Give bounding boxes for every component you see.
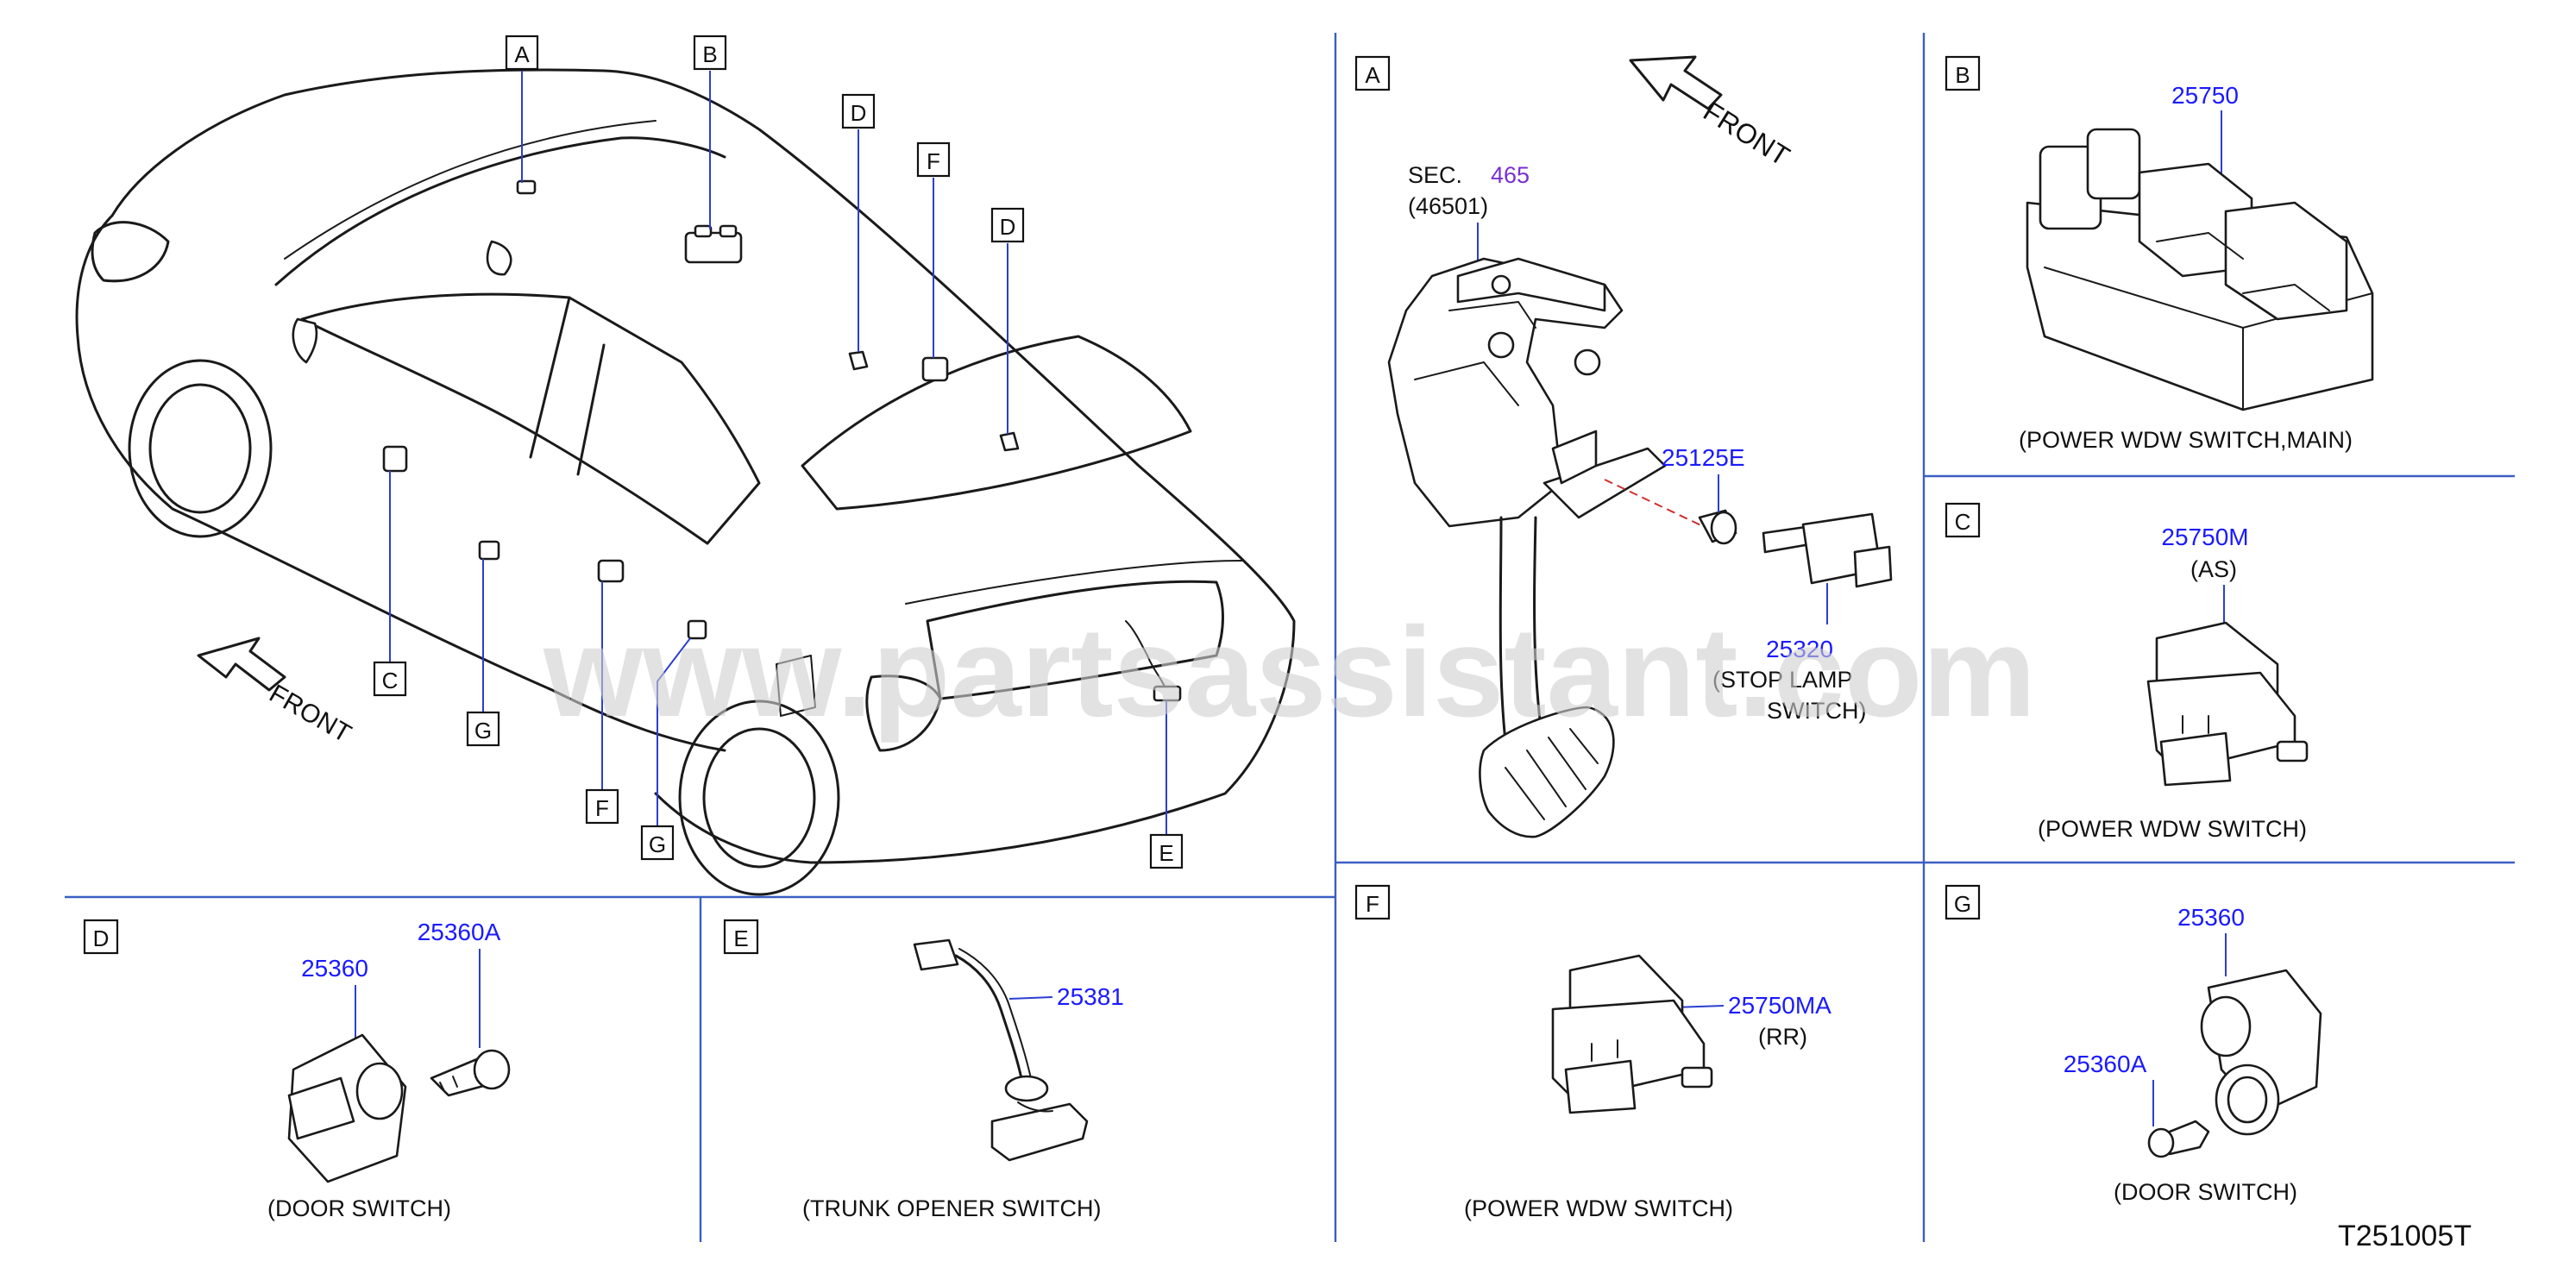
panel-g-part-25360a: 25360A bbox=[2064, 1051, 2147, 1077]
panel-c-part-25750m: 25750M bbox=[2161, 524, 2248, 550]
panel-f-caption: (POWER WDW SWITCH) bbox=[1464, 1195, 1733, 1221]
panel-d: D 25360 25360A (DOOR SWITCH) bbox=[83, 919, 511, 1221]
overview-callout-b bbox=[693, 35, 727, 71]
panel-f-label-box bbox=[1354, 884, 1391, 920]
panel-f-label: F bbox=[1366, 891, 1379, 917]
panel-e-label-box bbox=[723, 919, 759, 955]
overview-callouts: A B D F D C G F G E bbox=[373, 35, 1184, 869]
panel-a-sec-number: 465 bbox=[1491, 162, 1530, 188]
panel-a-part-25320: 25320 bbox=[1766, 636, 1833, 662]
overview-callout-a-label: A bbox=[514, 41, 530, 67]
overview-callout-b-label: B bbox=[702, 41, 717, 67]
panel-d-part-25360: 25360 bbox=[301, 955, 368, 982]
stop-lamp-clip bbox=[1698, 509, 1737, 545]
overview-callout-e-label: E bbox=[1159, 840, 1173, 866]
overview-callout-f-2 bbox=[585, 788, 619, 825]
overview-callout-g-1-label: G bbox=[474, 718, 492, 744]
watermark: www.partsassistant.com bbox=[543, 601, 2036, 744]
panel-a-sec-ref: (46501) bbox=[1408, 193, 1488, 219]
panel-a-front-label: FRONT bbox=[1698, 95, 1795, 172]
panel-e-caption: (TRUNK OPENER SWITCH) bbox=[802, 1195, 1102, 1221]
overview-callout-f-1-label: F bbox=[927, 148, 940, 174]
panel-g-caption: (DOOR SWITCH) bbox=[2114, 1179, 2297, 1205]
panel-c-caption: (POWER WDW SWITCH) bbox=[2038, 816, 2307, 842]
panel-g-label: G bbox=[1954, 891, 1971, 917]
panel-b-part-25750: 25750 bbox=[2171, 82, 2239, 109]
panel-c-label-box bbox=[1945, 502, 1981, 538]
panel-d-label: D bbox=[93, 925, 110, 951]
overview-front-arrow: FRONT bbox=[197, 637, 356, 749]
brake-pedal-assembly bbox=[1387, 257, 1667, 838]
panel-a-front-arrow bbox=[1629, 55, 1723, 110]
overview-callout-d-1 bbox=[841, 93, 876, 129]
overview-callout-a bbox=[505, 35, 539, 71]
panel-d-caption: (DOOR SWITCH) bbox=[267, 1195, 451, 1221]
overview-callout-d-2 bbox=[990, 207, 1025, 243]
panel-c-label: C bbox=[1955, 509, 1971, 535]
door-switch-illustration bbox=[287, 1033, 511, 1183]
trunk-opener-switch-illustration bbox=[913, 938, 1089, 1162]
car-overview-illustration bbox=[75, 68, 1296, 896]
panel-a-label-box bbox=[1354, 55, 1391, 91]
as-window-switch-illustration bbox=[2146, 621, 2309, 787]
panel-e-part-25381: 25381 bbox=[1057, 983, 1124, 1010]
panel-b-label: B bbox=[1955, 62, 1970, 88]
overview-callout-c-label: C bbox=[382, 668, 399, 693]
panel-e: E 25381 (TRUNK OPENER SWITCH) bbox=[723, 919, 1124, 1221]
overview-callout-g-1 bbox=[466, 711, 500, 747]
panel-c: C 25750M (AS) (POWER WDW SWITCH) bbox=[1945, 502, 2309, 842]
panel-d-label-box bbox=[83, 919, 119, 955]
main-window-switch-illustration bbox=[2026, 128, 2374, 411]
panel-e-label: E bbox=[733, 925, 748, 951]
panel-c-variant: (AS) bbox=[2190, 556, 2237, 582]
panel-f-variant: (RR) bbox=[1758, 1024, 1807, 1050]
panel-a-sec-prefix: SEC. bbox=[1408, 162, 1462, 188]
diagram-code: T251005T bbox=[2338, 1220, 2472, 1252]
rr-window-switch-illustration bbox=[1551, 954, 1713, 1114]
panel-d-part-25360a: 25360A bbox=[418, 919, 501, 945]
panel-b-caption: (POWER WDW SWITCH,MAIN) bbox=[2019, 427, 2353, 453]
overview-callout-e bbox=[1149, 833, 1184, 869]
panel-a-part-25125e: 25125E bbox=[1662, 444, 1745, 471]
overview-callout-f-1 bbox=[916, 141, 951, 178]
overview-callout-g-2-label: G bbox=[649, 831, 666, 857]
panel-g-part-25360: 25360 bbox=[2177, 904, 2245, 931]
overview-part-markers bbox=[382, 179, 1182, 702]
door-switch-g-illustration bbox=[2147, 969, 2322, 1158]
overview-callout-f-2-label: F bbox=[595, 795, 609, 821]
panel-a-caption-line1: (STOP LAMP bbox=[1712, 667, 1853, 693]
overview-callout-c bbox=[373, 661, 407, 697]
panel-f: F 25750MA (RR) (POWER WDW SWITCH) bbox=[1354, 884, 1831, 1221]
panel-a: A FRONT SEC. 465 (46501) bbox=[1354, 55, 1893, 838]
panel-g: G 25360 25360A (DOOR SWITCH) bbox=[1945, 884, 2322, 1205]
panel-a-label: A bbox=[1365, 62, 1380, 88]
panel-f-part-25750ma: 25750MA bbox=[1728, 992, 1831, 1019]
panel-b: B 25750 (POWER WDW SWITCH,MAIN) bbox=[1945, 55, 2374, 453]
overview-callout-d-2-label: D bbox=[1000, 214, 1016, 240]
overview-callout-d-1-label: D bbox=[851, 100, 867, 126]
stop-lamp-switch bbox=[1762, 512, 1893, 588]
panel-b-label-box bbox=[1945, 55, 1981, 91]
panel-g-label-box bbox=[1945, 884, 1981, 920]
overview-callout-g-2 bbox=[640, 825, 675, 861]
overview-front-label: FRONT bbox=[265, 679, 356, 748]
panel-dividers bbox=[65, 33, 2515, 1242]
panel-a-caption-line2: SWITCH) bbox=[1767, 698, 1866, 724]
